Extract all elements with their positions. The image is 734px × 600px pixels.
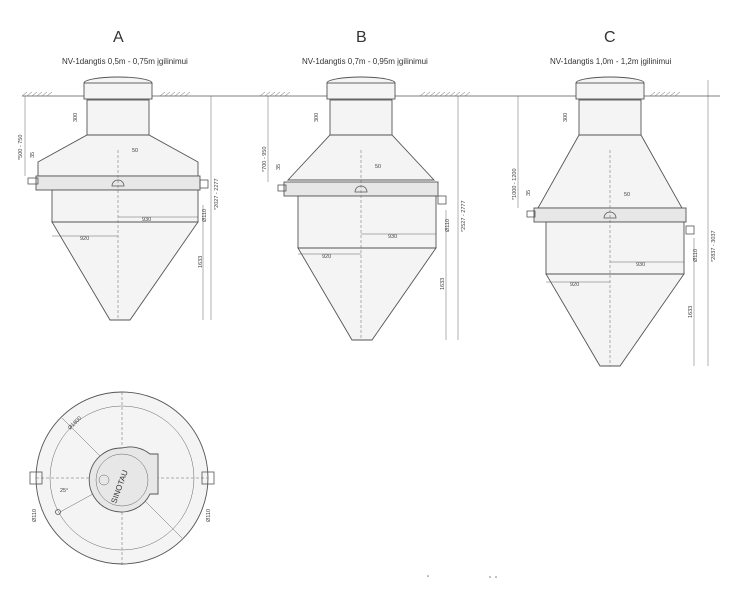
dim-width-920: 920 <box>570 282 579 288</box>
dim-pipe-left: Ø110 <box>32 509 38 522</box>
dim-pipe: Ø110 <box>202 209 208 222</box>
dim-cover: *500 - 750 <box>18 135 24 160</box>
inlet-pipe <box>27 177 39 185</box>
dim-pipe: Ø110 <box>693 249 699 262</box>
bottom-cone <box>545 273 685 367</box>
dim-width-930: 930 <box>636 262 645 268</box>
outlet-pipe <box>201 471 215 485</box>
dim-angle: 25° <box>60 488 68 494</box>
cylinder <box>545 221 685 275</box>
view-b: B NV-1dangtis 0,7m - 0,95m įgilinimui 93… <box>262 29 467 341</box>
lid-rim <box>83 82 153 100</box>
inspection-port <box>603 211 617 219</box>
dim-pipe-right: Ø110 <box>206 509 212 522</box>
outlet-pipe <box>437 195 447 205</box>
cylinder <box>51 189 199 223</box>
bottom-cone <box>51 221 199 321</box>
lid-rim <box>575 82 645 100</box>
dim-ring: 300 <box>563 113 569 122</box>
dim-width-920: 920 <box>322 254 331 260</box>
dim-total: *2027 - 2277 <box>214 179 220 211</box>
view-a-letter: A <box>113 29 124 46</box>
dim-offset: 50 <box>132 148 138 154</box>
riser-ring <box>86 99 150 136</box>
view-a: A NV-1dangtis 0,5m - 0,75m įgilinimui 93… <box>18 29 220 321</box>
dim-lip: 35 <box>276 164 282 170</box>
dim-lip: 35 <box>30 152 36 158</box>
view-b-letter: B <box>356 29 367 46</box>
dim-total: *2837 - 3037 <box>711 231 717 263</box>
riser-ring <box>329 99 393 136</box>
view-a-caption: NV-1dangtis 0,5m - 0,75m įgilinimui <box>62 57 188 66</box>
dim-offset: 50 <box>624 192 630 198</box>
lid-inner <box>95 453 149 507</box>
dim-height: 1633 <box>688 306 694 318</box>
dim-ring: 300 <box>73 113 79 122</box>
dim-pipe: Ø110 <box>445 219 451 232</box>
lid-handle <box>98 474 110 486</box>
dim-width-920: 920 <box>80 236 89 242</box>
vent-point <box>55 509 61 515</box>
dim-ring: 300 <box>314 113 320 122</box>
bottom-cone <box>297 247 437 341</box>
lid-rim <box>326 82 396 100</box>
dim-height: 1633 <box>198 256 204 268</box>
dim-width-930: 930 <box>142 217 151 223</box>
riser-ring <box>578 99 642 136</box>
view-c: C NV-1dangtis 1,0m - 1,2m įgilinimui 930… <box>512 29 717 367</box>
dim-total: *2527 - 2777 <box>461 201 467 233</box>
plan-view: SINOTAU Ø1800 Ø110 Ø110 25° <box>29 391 215 566</box>
dim-cover: *1000 - 1200 <box>512 169 518 201</box>
dim-lip: 35 <box>526 190 532 196</box>
dim-offset: 50 <box>375 164 381 170</box>
dim-width-930: 930 <box>388 234 397 240</box>
cylinder <box>297 195 437 249</box>
inlet-pipe <box>526 210 536 218</box>
inlet-pipe <box>29 471 43 485</box>
dim-cover: *700 - 950 <box>262 147 268 172</box>
inspection-port <box>354 185 368 193</box>
dim-height: 1633 <box>440 278 446 290</box>
flange <box>283 181 439 197</box>
view-b-caption: NV-1dangtis 0,7m - 0,95m įgilinimui <box>302 57 428 66</box>
view-c-letter: C <box>604 29 616 46</box>
outlet-pipe <box>685 225 695 235</box>
view-c-caption: NV-1dangtis 1,0m - 1,2m įgilinimui <box>550 57 672 66</box>
outlet-pipe <box>199 179 209 189</box>
inspection-port <box>111 179 125 187</box>
specks <box>427 575 497 578</box>
lid-plan <box>88 446 159 513</box>
inlet-pipe <box>277 184 287 192</box>
